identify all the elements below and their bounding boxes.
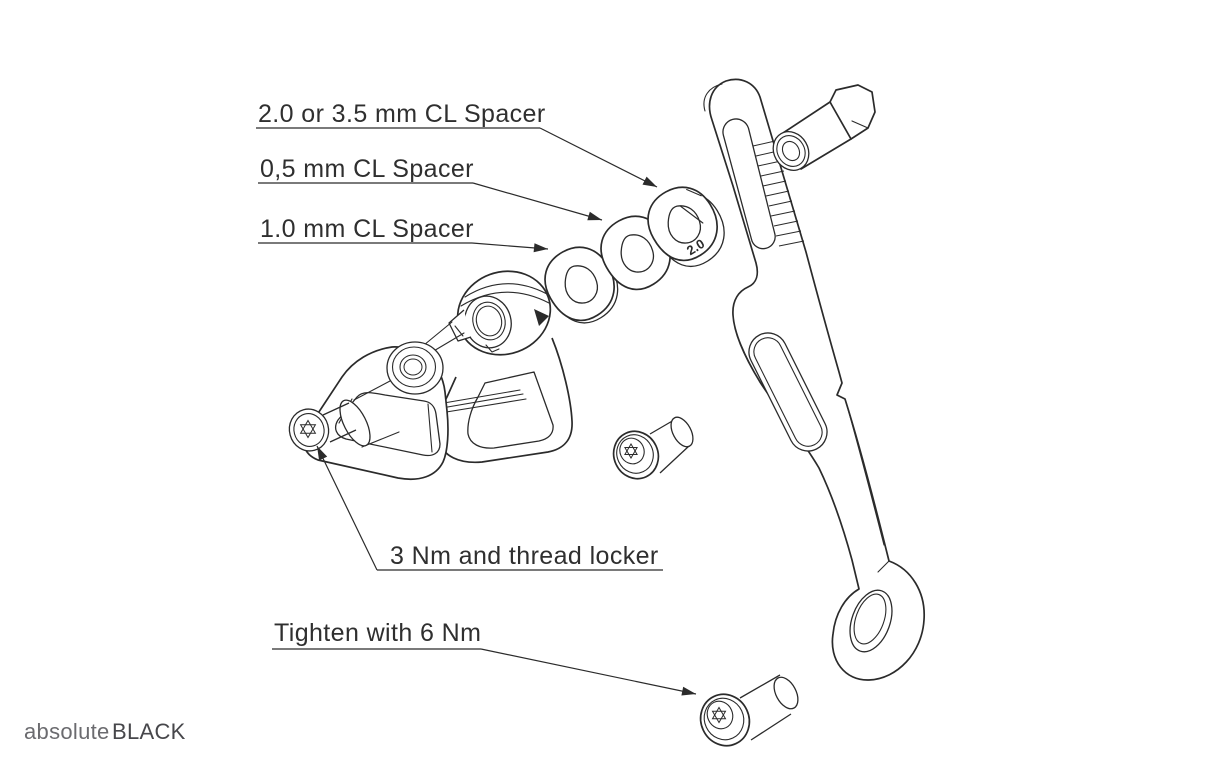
arm-top-slot [722,118,776,250]
torx-icon [624,443,638,459]
arrow-spacer-20 [642,176,657,187]
arm-edge-inner-line [845,401,885,546]
rear-frame-window [467,371,554,449]
arm-hook-step-line [877,560,890,573]
arrow-torque-6nm [681,686,696,696]
spacer-1mm-drawing [544,246,619,324]
torx-icon [711,706,727,724]
logo-text-black: BLACK [112,719,186,744]
torx-icon [299,419,317,439]
middle-bolt-face [619,437,645,465]
callout-spacer-10: 1.0 mm CL Spacer [260,215,474,243]
chainguide-arm-drawing [703,78,925,681]
pivot-bolt-head-face [293,413,325,447]
guide-rear-half-drawing [433,270,573,464]
mount-bolt-shaft-end [773,676,799,710]
rear-collar-shadow-wedge [534,309,549,326]
rear-collar-hole-inner [475,305,503,337]
spacer-2mm-drawing: 2.0 [647,186,725,267]
front-boss-outer [386,341,444,395]
front-boss-hole [399,354,427,380]
arrow-torque-3nm [317,446,328,461]
arm-cap-inner-line [703,83,723,112]
barrel-nut-end-face [772,131,810,171]
guide-front-half-drawing [303,321,465,481]
middle-bolt-drawing [612,416,694,480]
mount-bolt-drawing [699,674,799,747]
leader-spacer-20 [539,127,658,188]
front-boss-hole-inner [403,358,423,376]
leader-torque-3nm [316,445,378,571]
spacer-2mm-chamfer-line [680,188,704,224]
rear-collar-lip [448,309,472,342]
mount-bolt-ring [703,697,745,741]
mount-bolt-shaft [739,674,792,741]
arm-mid-slot [753,337,823,447]
middle-bolt-shaft [649,419,690,474]
arrow-spacer-05 [587,211,602,221]
arm-serrations [752,140,805,247]
front-boss-ring [391,346,437,388]
leader-spacer-05 [472,182,603,221]
leader-lines [316,127,697,696]
middle-bolt-ring [616,434,654,474]
spacer-05mm-hole [620,234,655,273]
pivot-bolt-shaft [322,402,357,443]
arrow-spacer-10 [533,243,548,253]
front-sleeve-end [339,399,371,447]
callout-spacer-20-35: 2.0 or 3.5 mm CL Spacer [258,100,546,128]
callout-spacer-05: 0,5 mm CL Spacer [260,155,474,183]
rear-collar-hole [472,301,506,341]
brand-logo: absolute BLACK [24,719,186,744]
barrel-nut-end-rim [776,135,806,167]
barrel-nut-drawing [772,84,876,171]
callout-torque-3nm: 3 Nm and thread locker [390,542,659,570]
mount-bolt-flange [699,693,751,747]
spacer-1mm-hole [564,265,599,304]
callout-labels: 2.0 or 3.5 mm CL Spacer 0,5 mm CL Spacer… [256,100,663,650]
middle-bolt-shaft-end [670,416,694,448]
logo-text-absolute: absolute [24,719,110,744]
callout-torque-6nm: Tighten with 6 Nm [274,619,481,647]
cage-rail-lines [433,389,527,415]
pivot-bolt-head [288,408,330,452]
arm-hook-hole-chamfer [853,593,887,645]
front-to-rear-connectors [423,321,465,353]
arm-mid-slot-rim [748,332,828,452]
rear-collar-surface-lines [460,283,550,307]
mount-bolt-face [706,700,734,730]
leader-torque-6nm [480,648,697,695]
barrel-nut-bore [781,140,801,162]
pivot-bolt-drawing [288,402,357,452]
